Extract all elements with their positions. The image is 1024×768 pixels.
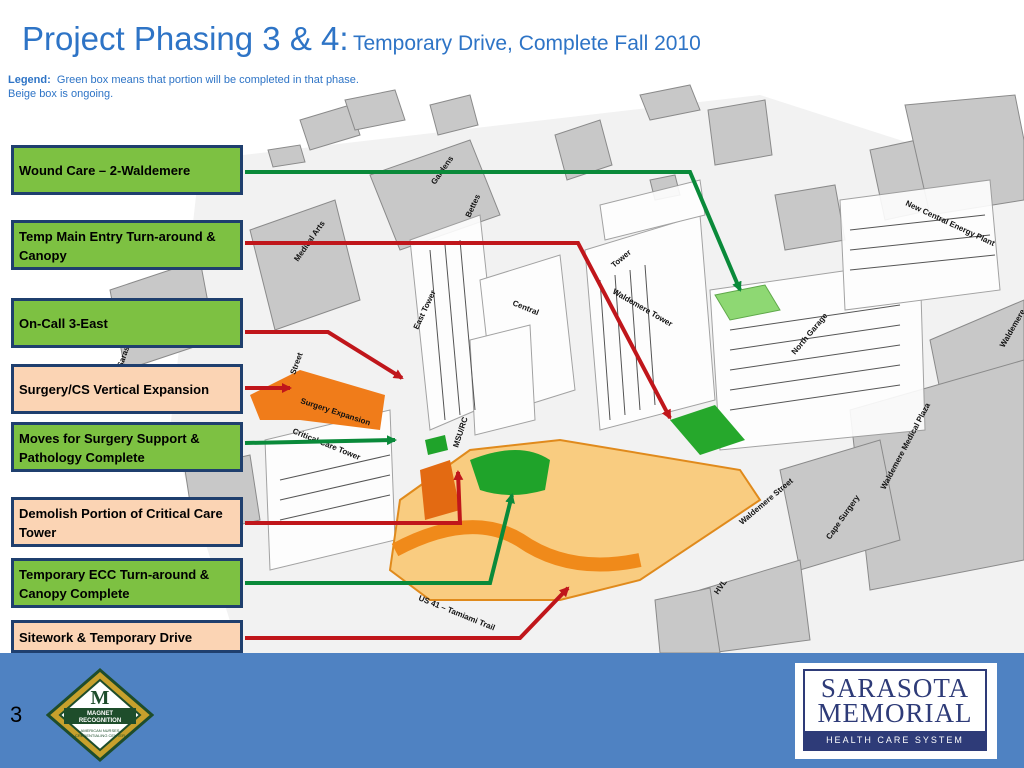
arrow-on-call [245,330,404,380]
label-text: Sitework & Temporary Drive [19,630,193,645]
arrow-sitework [245,586,570,640]
label-text: Temp Main Entry Turn-around & Canopy [19,229,216,263]
title-main: Project Phasing 3 & 4: [22,20,349,57]
label-temp-main-entry: Temp Main Entry Turn-around & Canopy [11,220,243,270]
logo-line1: SARASOTA [820,673,970,703]
label-demolish: Demolish Portion of Critical Care Tower [11,497,243,547]
demolish-area [420,460,460,520]
arrow-moves-surgery [244,435,397,446]
logo-line3: HEALTH CARE SYSTEM [805,731,985,749]
label-text: Temporary ECC Turn-around & Canopy Compl… [19,567,210,601]
page-number: 3 [10,702,23,727]
legend-line1: Green box means that portion will be com… [56,74,359,86]
label-text: Demolish Portion of Critical Care Tower [19,506,223,540]
label-wound-care: Wound Care – 2-Waldemere [11,145,243,195]
label-temp-ecc: Temporary ECC Turn-around & Canopy Compl… [11,558,243,608]
building-windows [279,214,996,521]
label-text: Moves for Surgery Support & Pathology Co… [19,431,200,465]
site-plan-diagram: Waldemere Tower East Tower Central Criti… [109,84,1024,653]
arrow-temp-main-entry [245,241,672,420]
temporary-drive [391,520,642,572]
label-text: Surgery/CS Vertical Expansion [19,382,210,397]
label-surgery-cs: Surgery/CS Vertical Expansion [11,364,243,414]
label-sitework: Sitework & Temporary Drive [11,620,243,653]
magnet-line2: RECOGNITION [79,718,121,724]
magnet-line3: AMERICAN NURSES [81,728,120,733]
completed-areas [425,284,781,495]
surrounding-buildings [109,84,1024,653]
label-moves-surgery: Moves for Surgery Support & Pathology Co… [11,422,243,472]
callout-arrows [244,170,742,640]
label-on-call: On-Call 3-East [11,298,243,348]
sarasota-memorial-logo: SARASOTA MEMORIAL HEALTH CARE SYSTEM [795,663,997,759]
magnet-recognition-badge: M MAGNET RECOGNITION AMERICAN NURSES CRE… [46,668,154,762]
page-title: Project Phasing 3 & 4: Temporary Drive, … [22,20,701,58]
label-text: On-Call 3-East [19,316,108,331]
arrow-temp-ecc [245,493,515,585]
logo-frame: SARASOTA MEMORIAL HEALTH CARE SYSTEM [803,669,987,751]
logo-line2: MEMORIAL [817,698,973,728]
legend: Legend: Green box means that portion wil… [8,73,359,101]
legend-line2: Beige box is ongoing. [8,88,114,100]
magnet-letter: M [91,687,110,709]
arrow-wound-care [245,170,742,292]
label-text: Wound Care – 2-Waldemere [19,163,191,178]
magnet-line4: CREDENTIALING CENTER [75,733,125,738]
title-sub: Temporary Drive, Complete Fall 2010 [352,32,701,55]
legend-label: Legend: [8,74,51,86]
arrow-demolish [245,470,464,525]
magnet-line1: MAGNET [87,711,113,717]
